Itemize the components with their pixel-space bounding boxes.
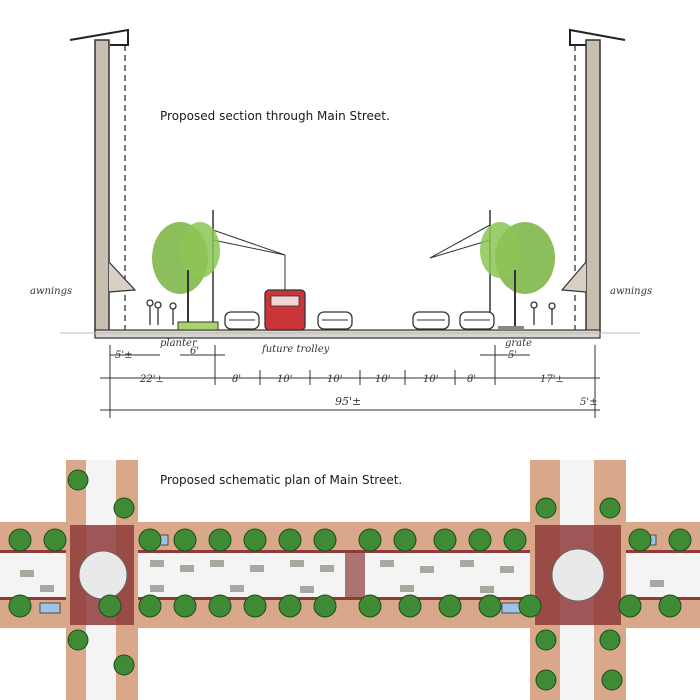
plan-tree xyxy=(113,497,135,519)
dim-right-small: 5'± xyxy=(580,397,598,408)
pedestrians-right xyxy=(530,301,556,325)
plan-tree xyxy=(113,654,135,676)
dim-5: 5'± xyxy=(115,350,133,361)
plan-tree xyxy=(478,594,502,618)
plan-tree xyxy=(67,469,89,491)
plan-trees-south xyxy=(8,594,682,618)
plan-tree xyxy=(535,497,557,519)
dim-10-d: 10' xyxy=(423,374,438,385)
plan-tree xyxy=(208,594,232,618)
dim-10-b: 10' xyxy=(327,374,342,385)
planter-label: planter xyxy=(160,338,198,349)
dim-10-c: 10' xyxy=(375,374,390,385)
plan-tree xyxy=(658,594,682,618)
dim-8-left: 8' xyxy=(232,374,241,385)
plan-tree xyxy=(628,528,652,552)
plan-tree xyxy=(358,594,382,618)
section-tree-left xyxy=(152,222,220,328)
plan-tree xyxy=(278,594,302,618)
plan-tree xyxy=(599,629,621,651)
plan-curb-north xyxy=(0,550,700,553)
dim-total: 95'± xyxy=(335,395,361,408)
dim-17: 17'± xyxy=(540,374,564,385)
plan-tree xyxy=(8,528,32,552)
plan-tree xyxy=(43,528,67,552)
grate-label: grate xyxy=(505,338,532,349)
plan-tree xyxy=(535,629,557,651)
plan-midblock-crosswalk xyxy=(345,552,365,598)
dim-8-right: 8' xyxy=(467,374,476,385)
plan-tree xyxy=(313,594,337,618)
plan-tree xyxy=(278,528,302,552)
plan-tree xyxy=(599,497,621,519)
plan-tree xyxy=(67,629,89,651)
ground-line xyxy=(60,329,640,339)
car-2 xyxy=(317,311,353,330)
tree-grate xyxy=(498,326,524,330)
plan-tree xyxy=(668,528,692,552)
plan-curb-south xyxy=(0,597,700,600)
plan-parked-cars xyxy=(20,560,664,593)
dimension-lines xyxy=(100,345,600,418)
plan-tree xyxy=(398,594,422,618)
plan-intersection-right xyxy=(535,525,621,625)
plan-tree xyxy=(438,594,462,618)
plan-tree xyxy=(173,528,197,552)
plan-tree xyxy=(468,528,492,552)
plan-tree xyxy=(8,594,32,618)
plan-trees-north xyxy=(8,528,692,552)
dim-10-a: 10' xyxy=(277,374,292,385)
dim-22: 22'± xyxy=(139,374,164,385)
plan-tree xyxy=(98,594,122,618)
plan-intersection-left xyxy=(70,525,134,625)
plan-tree xyxy=(358,528,382,552)
right-building-wall xyxy=(560,28,626,333)
trolley-label: future trolley xyxy=(261,344,330,355)
plan-tree xyxy=(433,528,457,552)
plan-tree xyxy=(138,528,162,552)
trolley-car xyxy=(264,289,306,331)
dim-5-right: 5' xyxy=(508,350,517,361)
plan-tree xyxy=(618,594,642,618)
plan-caption: Proposed schematic plan of Main Street. xyxy=(160,473,403,487)
plan-tree xyxy=(601,669,623,691)
plan-tree xyxy=(535,669,557,691)
plan-drawing xyxy=(0,460,700,700)
plan-tree xyxy=(173,594,197,618)
car-1 xyxy=(224,311,260,330)
plan-tree xyxy=(138,594,162,618)
plan-tree xyxy=(518,594,542,618)
plan-trees-cross xyxy=(67,469,623,691)
car-3 xyxy=(412,311,450,330)
plan-tree xyxy=(313,528,337,552)
car-4 xyxy=(459,311,495,330)
plan-tree xyxy=(208,528,232,552)
left-building-wall xyxy=(69,28,137,333)
section-tree-right xyxy=(480,222,555,328)
pedestrians-left xyxy=(146,299,177,325)
planter-strip xyxy=(177,321,219,331)
awnings-label-left: awnings xyxy=(30,286,72,297)
plan-tree xyxy=(243,528,267,552)
plan-tree xyxy=(243,594,267,618)
plan-tree xyxy=(503,528,527,552)
plan-tree xyxy=(393,528,417,552)
awnings-label-right: awnings xyxy=(610,286,652,297)
section-caption: Proposed section through Main Street. xyxy=(160,109,390,123)
dim-6: 6' xyxy=(190,346,199,357)
